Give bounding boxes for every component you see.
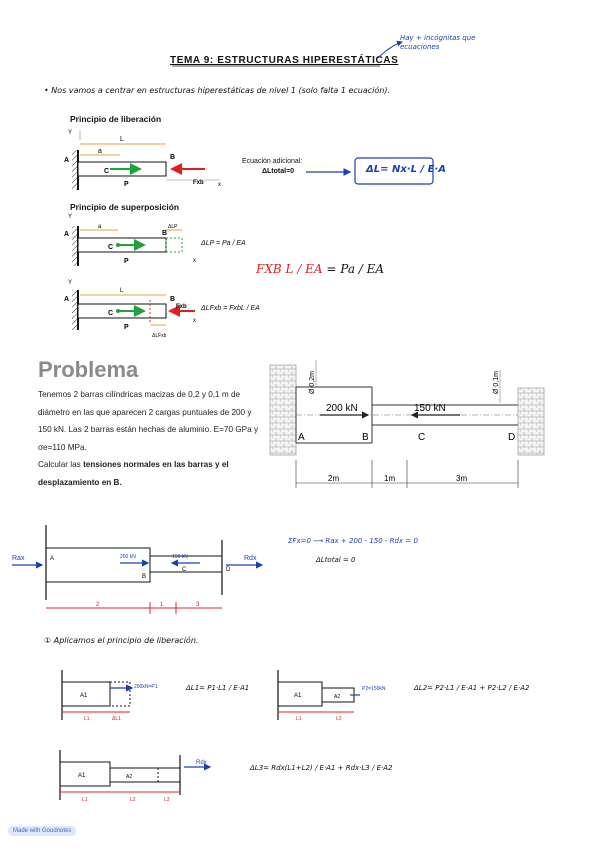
step1: ① Aplicamos el principio de liberación. <box>44 636 199 645</box>
main-equation-right: Pa / EA <box>340 262 385 276</box>
svg-text:A2: A2 <box>126 774 132 780</box>
svg-text:Y: Y <box>68 280 72 286</box>
ecuacion: ΔLtotal=0 <box>262 168 295 175</box>
problem-figure: Ø 0,2m Ø 0,1m 200 kN 150 kN A B C D 2m 1… <box>269 360 545 488</box>
heading-superposicion: Principio de superposición <box>70 202 180 212</box>
ecuacion-label: Ecuación adicional: <box>242 158 303 165</box>
dlf-label: ΔLFxb <box>152 333 167 339</box>
svg-text:D: D <box>226 567 231 573</box>
svg-text:A1: A1 <box>78 773 86 779</box>
svg-text:a: a <box>98 224 102 230</box>
svg-text:Y: Y <box>68 130 72 136</box>
label-A: A <box>64 157 69 164</box>
problema-title: Problema <box>38 357 139 382</box>
heading-liberacion: Principio de liberación <box>70 114 162 124</box>
svg-text:Rax: Rax <box>12 555 25 562</box>
note-arrow <box>377 40 403 59</box>
problema-text-1: Tenemos 2 barras cilíndricas macizas de … <box>38 390 259 452</box>
svg-text:x: x <box>193 318 196 324</box>
eq1: ΣFx=0 ⟶ Rax + 200 - 150 - Rdx = 0 <box>288 537 418 545</box>
svg-text:D: D <box>508 432 515 443</box>
svg-text:C: C <box>418 432 425 443</box>
svg-text:B: B <box>362 432 369 443</box>
svg-text:L: L <box>120 288 124 294</box>
problema-text-2: Calcular las <box>38 460 84 469</box>
svg-text:B: B <box>162 230 167 237</box>
svg-text:C: C <box>108 244 113 251</box>
svg-text:P: P <box>124 181 129 188</box>
svg-text:ΔL1: ΔL1 <box>112 716 121 722</box>
svg-text:C: C <box>182 567 187 573</box>
case-2: A1 A2 P2=150kN L1 L2 <box>277 670 386 722</box>
svg-text:L: L <box>120 136 124 143</box>
boxed-formula: ΔL= Nx·L / E·A <box>366 164 446 175</box>
dlp-label: ΔLP <box>168 224 178 230</box>
svg-text:L1: L1 <box>296 716 302 722</box>
case-1: A1 200kN=P1 L1 ΔL1 <box>61 670 158 722</box>
svg-text:1m: 1m <box>384 474 395 483</box>
svg-text:3: 3 <box>196 602 200 608</box>
svg-text:P2=150kN: P2=150kN <box>362 686 386 692</box>
svg-text:B: B <box>170 154 175 161</box>
svg-text:L2: L2 <box>130 797 136 803</box>
svg-text:A: A <box>298 432 305 443</box>
dlf-formula: ΔLFxb = FxbL / EA <box>201 305 260 312</box>
svg-text:C: C <box>108 310 113 317</box>
diagram-liberacion: A B C P L a Fxb x Y <box>64 130 434 190</box>
svg-text:P: P <box>124 258 129 265</box>
d1: Ø 0,2m <box>309 371 316 394</box>
svg-text:L2: L2 <box>336 716 342 722</box>
page-title: TEMA 9: ESTRUCTURAS HIPERESTÁTICAS <box>170 55 399 66</box>
svg-text:L3: L3 <box>164 797 170 803</box>
diagram-superposicion-2: A B C P L Fxb ΔLFxb x Y <box>64 280 196 339</box>
dlp-formula: ΔLP = Pa / EA <box>201 240 246 247</box>
intro-note: • Nos vamos a centrar en estructuras hip… <box>44 86 391 95</box>
main-equation-left: FXB L / EA <box>256 262 323 276</box>
svg-text:1: 1 <box>160 602 164 608</box>
svg-text:B: B <box>170 296 175 303</box>
svg-text:A: A <box>64 231 69 238</box>
goodnotes-badge[interactable]: Made with Goodnotes <box>8 826 77 836</box>
f2: 150 kN <box>414 403 446 414</box>
side-note: Hay + incógnitas que ecuaciones <box>400 34 476 51</box>
eq2: ΔLtotal = 0 <box>316 556 356 564</box>
svg-text:x: x <box>193 258 196 264</box>
hand-structure: Rax Rdx 200 kN 150 kN A B C D 2 1 3 <box>12 525 264 614</box>
f3-formula: ΔL3= Rdx(L1+L2) / E·A1 + Rdx·L3 / E·A2 <box>250 764 393 772</box>
f2-formula: ΔL2= P2·L1 / E·A1 + P2·L2 / E·A2 <box>414 684 530 692</box>
svg-text:3m: 3m <box>456 474 467 483</box>
svg-text:B: B <box>142 574 146 580</box>
svg-text:a: a <box>98 148 102 155</box>
svg-text:Rdx: Rdx <box>196 760 207 766</box>
case-3: A1 A2 Rdx L1 L2 L3 <box>59 750 212 803</box>
svg-text:A2: A2 <box>334 694 340 700</box>
svg-text:150 kN: 150 kN <box>172 554 188 560</box>
svg-text:Fxb: Fxb <box>193 180 204 186</box>
svg-text:2: 2 <box>96 602 100 608</box>
svg-text:Rdx: Rdx <box>244 555 257 562</box>
svg-text:A: A <box>50 556 54 562</box>
problema-text: Tenemos 2 barras cilíndricas macizas de … <box>38 386 260 491</box>
svg-text:200 kN: 200 kN <box>120 554 136 560</box>
d2: Ø 0,1m <box>493 371 500 394</box>
svg-text:A: A <box>64 296 69 303</box>
svg-text:C: C <box>104 168 109 175</box>
svg-text:2m: 2m <box>328 474 339 483</box>
svg-text:A1: A1 <box>80 693 88 699</box>
main-equation: FXB L / EA = Pa / EA <box>256 262 385 276</box>
svg-text:L1: L1 <box>82 797 88 803</box>
f1: 200 kN <box>326 403 358 414</box>
svg-text:200kN=P1: 200kN=P1 <box>134 684 158 690</box>
svg-text:x: x <box>218 182 221 188</box>
svg-text:P: P <box>124 324 129 331</box>
svg-text:L1: L1 <box>84 716 90 722</box>
svg-text:Fxb: Fxb <box>176 304 187 310</box>
f1-formula: ΔL1= P1·L1 / E·A1 <box>186 684 250 692</box>
problema-text-2-bold: tensiones normales en las barras y el de… <box>38 460 229 487</box>
svg-text:Y: Y <box>68 214 72 220</box>
diagram-superposicion-1: A B C P a ΔLP x Y <box>64 214 196 266</box>
svg-text:A1: A1 <box>294 693 302 699</box>
